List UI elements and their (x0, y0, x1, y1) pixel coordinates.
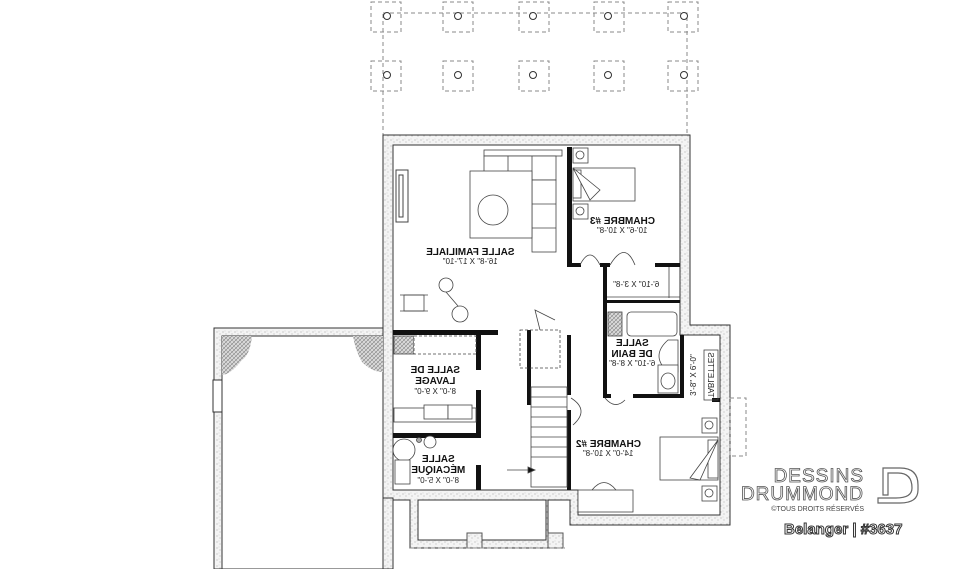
interior-walls (393, 147, 720, 490)
dims-salle-de-lavage: 8'-0" X 9'-0" (414, 387, 456, 396)
brand-rights: ©TOUS DROITS RÉSERVÉS (771, 506, 864, 513)
dims-chambre-2: 14'-0" X 10'-8" (583, 449, 634, 458)
deck-outline (370, 1, 699, 136)
label-chambre-2: CHAMBRE #2 (575, 439, 640, 450)
dims-tablettes: 3'-8" X 6'-0" (689, 354, 698, 396)
room-labels: SALLE FAMILIALE 16'-8" X 17'-10" CHAMBRE… (410, 216, 715, 485)
plan-caption: Belanger | #3637 (783, 521, 903, 539)
stairs (507, 309, 568, 488)
brand-line1: DESSINS (773, 466, 864, 488)
brand-logo-icon (877, 467, 919, 504)
label-salle-de-lavage-2: LAVAGE (415, 376, 456, 387)
sectional-sofa (469, 149, 563, 253)
closet (607, 267, 680, 298)
brand-line2: DRUMMOND (740, 484, 864, 506)
label-chambre-3: CHAMBRE #3 (589, 216, 654, 227)
label-salle-de-bain-1: SALLE (616, 338, 649, 349)
laundry-fixtures (393, 335, 477, 423)
deck-posts (383, 12, 688, 79)
dims-closet: 6'-10" X 3'-8" (613, 280, 659, 289)
dims-salle-familiale: 16'-8" X 17'-10" (443, 257, 498, 266)
dims-chambre-3: 10'-6" X 10'-8" (597, 226, 648, 235)
window-bay (729, 397, 747, 457)
label-salle-mecanique-2: MÉCAIQUE (411, 463, 465, 476)
label-salle-familiale: SALLE FAMILIALE (426, 247, 515, 258)
brand-block: DESSINS DRUMMOND ©TOUS DROITS RÉSERVÉS (741, 466, 922, 526)
shelves (703, 349, 719, 401)
tv-unit (395, 169, 409, 223)
exercise-equipment (400, 277, 469, 323)
mechanical-fixtures (392, 435, 437, 485)
bathroom-fixtures (604, 311, 679, 405)
label-salle-de-bain-2: DE BAIN (611, 349, 652, 360)
porch-posts (466, 532, 564, 549)
bed-3 (572, 147, 636, 266)
label-tablettes: TABLETTES (706, 352, 715, 397)
garage (212, 327, 394, 569)
label-salle-de-lavage-1: SALLE DE (410, 365, 460, 376)
dims-salle-mecanique: 8'-0" X 5'-0" (417, 476, 459, 485)
dims-salle-de-bain: 6'-10" X 8'-8" (609, 359, 655, 368)
label-salle-mecanique-1: SALLE (422, 454, 455, 465)
bed-2 (570, 397, 719, 513)
